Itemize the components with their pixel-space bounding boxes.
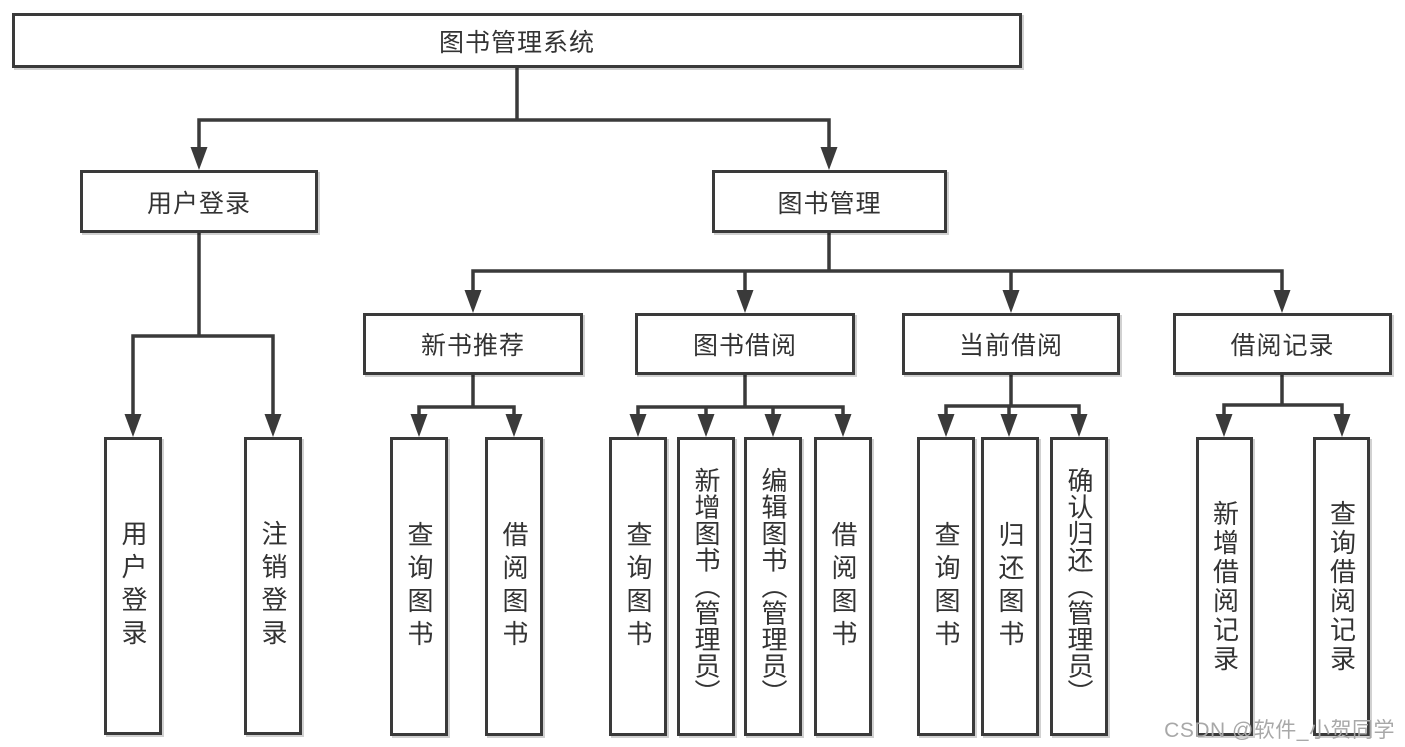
node-new-book-recommend-label: 新书推荐 [420,332,525,360]
node-book-borrowing: 图书借阅 [635,313,855,375]
leaf-current-query-books-label: 查询图书 [931,520,961,653]
leaf-recommend-query-books-label: 查询图书 [404,520,434,653]
node-borrowing-records: 借阅记录 [1173,313,1392,375]
leaf-confirm-return-admin: 确认归还（管理员） [1050,437,1108,736]
leaf-return-books-label: 归还图书 [995,520,1025,653]
leaf-user-login-label: 用户登录 [118,520,148,652]
node-borrowing-records-label: 借阅记录 [1230,332,1335,360]
node-book-management-label: 图书管理 [777,189,882,218]
leaf-add-book-admin: 新增图书（管理员） [677,437,735,736]
leaf-add-book-admin-label: 新增图书（管理员） [691,467,721,706]
leaf-borrow-query-books-label: 查询图书 [623,520,653,653]
leaf-edit-book-admin-label: 编辑图书（管理员） [758,467,788,706]
leaf-user-login: 用户登录 [104,437,162,735]
leaf-borrow-books: 借阅图书 [814,437,872,736]
leaf-current-query-books: 查询图书 [917,437,975,736]
leaf-logout: 注销登录 [244,437,302,735]
node-new-book-recommend: 新书推荐 [363,313,583,375]
leaf-add-borrow-record-label: 新增借阅记录 [1209,499,1240,674]
node-book-management-system: 图书管理系统 [12,13,1022,68]
leaf-borrow-books-label: 借阅图书 [828,520,858,653]
leaf-add-borrow-record: 新增借阅记录 [1196,437,1253,736]
leaf-edit-book-admin: 编辑图书（管理员） [744,437,802,736]
leaf-confirm-return-admin-label: 确认归还（管理员） [1064,467,1094,706]
node-current-borrowing: 当前借阅 [902,313,1120,375]
node-user-login-label: 用户登录 [146,189,251,218]
leaf-recommend-borrow-books-label: 借阅图书 [499,520,529,653]
leaf-recommend-borrow-books: 借阅图书 [485,437,543,736]
leaf-return-books: 归还图书 [981,437,1039,736]
node-book-management-system-label: 图书管理系统 [438,28,595,57]
node-book-management: 图书管理 [712,170,947,233]
leaf-query-borrow-record-label: 查询借阅记录 [1326,499,1357,674]
csdn-watermark: CSDN @软件_小贺同学 [1164,719,1395,742]
node-user-login: 用户登录 [80,170,318,233]
leaf-logout-label: 注销登录 [258,520,288,652]
node-book-borrowing-label: 图书借阅 [692,332,797,360]
arrowheads [124,147,1351,437]
node-current-borrowing-label: 当前借阅 [958,332,1063,360]
leaf-borrow-query-books: 查询图书 [609,437,667,736]
leaf-recommend-query-books: 查询图书 [390,437,448,736]
leaf-query-borrow-record: 查询借阅记录 [1313,437,1370,736]
